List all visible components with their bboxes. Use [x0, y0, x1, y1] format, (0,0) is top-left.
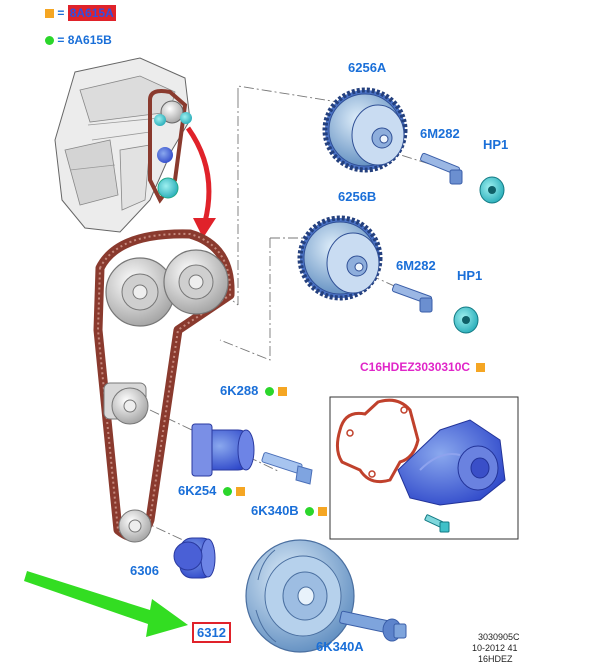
tensioner-assembly: [103, 382, 149, 425]
green-dot-icon: [222, 487, 232, 496]
water-pump-detail-box: [329, 396, 519, 540]
bolt-6m282-bottom: [391, 283, 433, 313]
crank-sprocket-6306: [173, 537, 216, 579]
label-6k340b: 6K340B: [251, 503, 327, 518]
red-curved-arrow-icon: [185, 126, 216, 238]
label-c16hdez: C16HDEZ3030310C: [360, 360, 486, 375]
label-6m282-top: 6M282: [420, 126, 460, 141]
bolt-6k340a: [339, 610, 407, 642]
label-hp1-top: HP1: [483, 137, 509, 152]
label-c16hdez-text: C16HDEZ3030310C: [360, 360, 471, 374]
idler-pulley: [191, 423, 255, 477]
label-6k254: 6K254: [178, 483, 245, 498]
bolt-6k340b: [261, 452, 313, 485]
engine-block: [54, 57, 192, 233]
cap-hp1-bottom: [453, 306, 479, 334]
label-6k340a: 6K340A: [316, 639, 364, 654]
green-arrow-icon: [24, 571, 188, 637]
legend-equals-1: =: [57, 6, 65, 20]
label-6256b: 6256B: [338, 189, 377, 204]
footer-line-1: 3030905C: [478, 632, 520, 642]
crank-pulley-6312: [245, 539, 355, 653]
legend-square: = 8A615A: [45, 5, 116, 21]
orange-square-icon: [277, 387, 287, 396]
legend-dot-code: 8A615B: [67, 33, 112, 47]
green-dot-icon: [305, 507, 315, 516]
green-dot-icon: [264, 387, 274, 396]
orange-square-icon: [45, 9, 54, 18]
label-hp1-bottom: HP1: [457, 268, 483, 283]
cap-hp1-top: [479, 176, 505, 204]
cam-gear-6256b: [297, 215, 383, 301]
crank-sprocket-in-belt: [118, 509, 152, 543]
orange-square-icon: [235, 487, 245, 496]
bolt-6m282-top: [420, 152, 463, 185]
label-6k340b-text: 6K340B: [251, 503, 299, 518]
footer-line-2: 10-2012 41: [472, 643, 518, 653]
cam-pulleys-in-belt: [105, 249, 229, 327]
footer-line-3: 16HDEZ: [478, 654, 513, 664]
legend-square-code: 8A615A: [67, 5, 116, 21]
orange-square-icon: [476, 363, 486, 372]
label-6312: 6312: [192, 622, 231, 643]
label-6m282-bottom: 6M282: [396, 258, 436, 273]
label-6k288: 6K288: [220, 383, 287, 398]
legend-equals-2: =: [57, 33, 65, 47]
label-6k288-text: 6K288: [220, 383, 259, 398]
label-6k254-text: 6K254: [178, 483, 217, 498]
cam-gear-6256a: [322, 87, 408, 173]
legend-dot: = 8A615B: [45, 33, 112, 47]
orange-square-icon: [317, 507, 327, 516]
label-6306: 6306: [130, 563, 159, 578]
label-6256a: 6256A: [348, 60, 387, 75]
green-dot-icon: [45, 36, 54, 45]
